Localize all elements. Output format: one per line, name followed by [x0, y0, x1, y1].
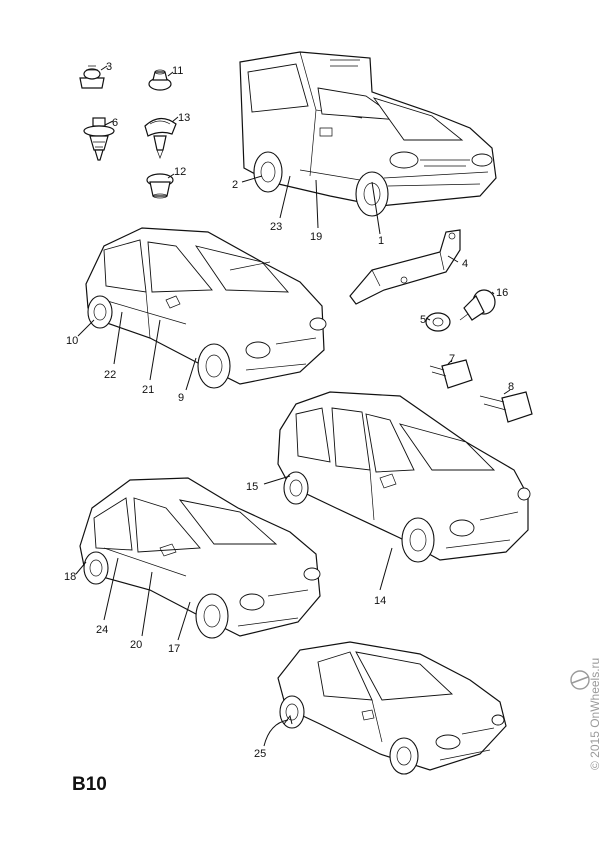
bracket-4-drawing [349, 229, 461, 305]
callout-8: 8 [508, 381, 514, 393]
callout-25: 25 [254, 748, 266, 760]
callout-21: 21 [142, 384, 154, 396]
wagon-drawing [277, 391, 531, 563]
callout-9: 9 [178, 392, 184, 404]
callout-12: 12 [174, 166, 186, 178]
callout-10: 10 [66, 335, 78, 347]
hatchback-3door-drawing [79, 477, 321, 639]
callout-13: 13 [178, 112, 190, 124]
clip-13-drawing [144, 117, 177, 159]
callout-22: 22 [104, 369, 116, 381]
callout-18: 18 [64, 571, 76, 583]
callout-labels: 3 11 6 13 12 2 23 19 1 4 5 16 7 8 10 22 … [64, 61, 514, 760]
callout-5: 5 [420, 314, 426, 326]
callout-24: 24 [96, 624, 108, 636]
clip-3-drawing [79, 65, 105, 89]
clip-8-drawing [479, 391, 533, 423]
van-drawing [239, 51, 497, 217]
clip-5-drawing [425, 312, 451, 332]
callout-1: 1 [378, 235, 384, 247]
callout-7: 7 [449, 353, 455, 365]
callout-23: 23 [270, 221, 282, 233]
watermark-text: © 2015 OnWheels.ru [588, 657, 600, 770]
callout-3: 3 [106, 61, 112, 73]
watermark-logo-icon [570, 670, 590, 690]
callout-15: 15 [246, 481, 258, 493]
clip-11-drawing [148, 69, 172, 91]
callout-14: 14 [374, 595, 386, 607]
callout-6: 6 [112, 117, 118, 129]
diagram-code: B10 [72, 774, 107, 795]
callout-19: 19 [310, 231, 322, 243]
callout-16: 16 [496, 287, 508, 299]
callout-4: 4 [462, 258, 468, 270]
callout-11: 11 [172, 65, 183, 77]
callout-17: 17 [168, 643, 180, 655]
clip-16-drawing [459, 289, 496, 321]
clip-6-drawing [83, 117, 115, 161]
leader-lines [75, 65, 511, 747]
clip-7-drawing [429, 359, 473, 389]
coupe-drawing [277, 641, 507, 775]
callout-2: 2 [232, 179, 238, 191]
hatchback-5door-drawing [85, 227, 327, 389]
clip-12-drawing [146, 173, 174, 199]
callout-20: 20 [130, 639, 142, 651]
